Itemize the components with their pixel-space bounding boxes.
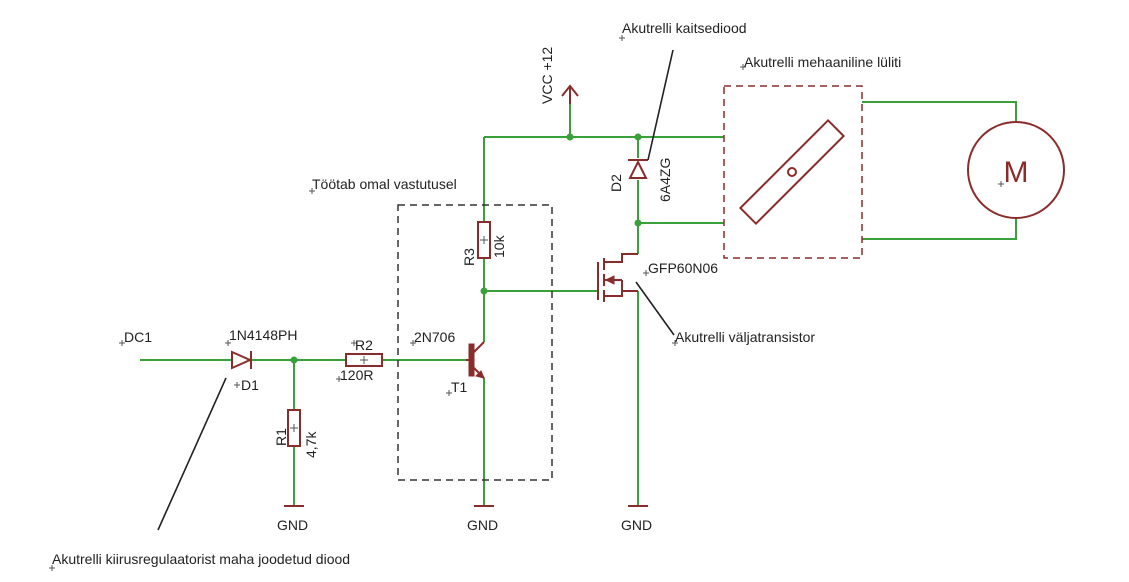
label-gnd-1: GND <box>277 517 308 533</box>
label-d2-name: D2 <box>608 174 624 192</box>
motor-symbol: M <box>967 121 1065 219</box>
junctions <box>290 133 642 364</box>
label-speed-regulator-diode: Akutrelli kiirusregulaatorist maha joode… <box>52 551 350 567</box>
text-origins <box>49 35 1004 571</box>
wires <box>140 100 1017 505</box>
label-r1-name: R1 <box>273 428 289 446</box>
junction-vcc <box>566 133 574 141</box>
motor-label: M <box>1004 156 1029 189</box>
switch-pivot <box>787 167 797 177</box>
junction-d2-top <box>634 133 642 141</box>
label-vcc: VCC +12 <box>539 47 555 104</box>
leader-diode <box>647 49 674 161</box>
diode-d2-symbol <box>628 159 648 179</box>
label-mosfet-value: GFP60N06 <box>648 260 718 276</box>
motor-circle <box>967 121 1065 219</box>
label-mechanical-switch: Akutrelli mehaaniline lüliti <box>744 54 901 70</box>
label-r1-value: 4,7k <box>303 431 319 458</box>
mechanical-switch-symbol <box>738 118 846 226</box>
leader-mosfet <box>635 281 675 336</box>
leader-lines <box>157 49 675 531</box>
wire-switch-motor-top <box>862 101 1017 122</box>
label-d1-name: D1 <box>241 377 259 393</box>
label-d2-value: 6A4ZG <box>657 158 673 202</box>
junction-collector <box>480 287 488 295</box>
label-r3-value: 10k <box>491 234 507 258</box>
resistor-r3-symbol <box>477 221 491 259</box>
label-dc1: DC1 <box>124 329 152 345</box>
diode-d1-symbol <box>231 350 253 370</box>
label-diode-protection: Akutrelli kaitsediood <box>622 20 747 36</box>
label-gnd-2: GND <box>467 517 498 533</box>
resistor-r1-symbol <box>287 409 301 447</box>
label-own-risk: Töötab omal vastutusel <box>312 176 457 192</box>
resistor-r2-symbol <box>345 353 383 367</box>
label-t1-name: T1 <box>451 379 468 395</box>
label-r3-name: R3 <box>461 248 477 266</box>
switch-frame <box>723 85 863 259</box>
leader-d1 <box>157 377 227 531</box>
vcc-symbol <box>561 84 579 104</box>
label-r2-name: R2 <box>355 337 373 353</box>
label-gnd-3: GND <box>621 517 652 533</box>
transistor-t1-symbol <box>466 341 485 379</box>
mosfet-symbol <box>597 253 638 302</box>
label-field-transistor: Akutrelli väljatransistor <box>675 329 815 345</box>
junction-node <box>290 356 298 364</box>
label-d1-value: 1N4148PH <box>229 327 298 343</box>
label-r2-value: 120R <box>340 367 373 383</box>
wire-switch-motor-bottom <box>862 218 1017 240</box>
switch-body <box>738 118 846 226</box>
label-t1-value: 2N706 <box>414 329 455 345</box>
own-risk-frame <box>397 204 553 481</box>
junction-d2-bottom <box>634 219 642 227</box>
